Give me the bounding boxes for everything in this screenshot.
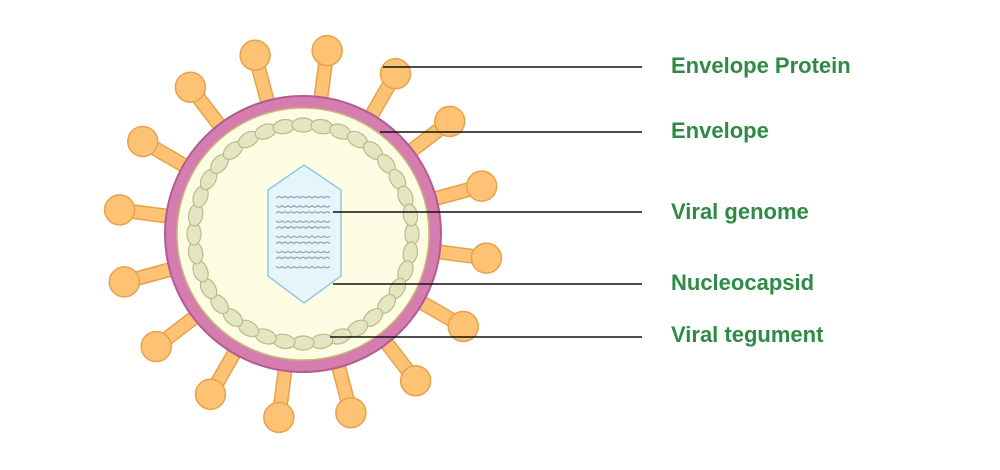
genome-strand bbox=[275, 256, 331, 260]
genome-strand bbox=[275, 250, 331, 254]
envelope-protein-spike bbox=[328, 355, 367, 429]
envelope-protein-spike bbox=[410, 291, 479, 343]
envelope-protein-spike bbox=[127, 125, 196, 177]
genome-strand bbox=[275, 241, 331, 245]
tegument-layer bbox=[186, 117, 420, 351]
leader-lines bbox=[330, 66, 642, 338]
envelope-protein-spike bbox=[174, 71, 232, 138]
label-nucleocapsid: Nucleocapsid bbox=[671, 270, 814, 295]
tegument-bead bbox=[402, 203, 419, 227]
envelope-protein-spike bbox=[424, 170, 498, 209]
envelope-protein-spike bbox=[194, 341, 246, 410]
envelope-protein-spike bbox=[374, 330, 432, 397]
genome-strand bbox=[275, 211, 331, 215]
label-envelope: Envelope bbox=[671, 118, 769, 143]
envelope-protein-spike bbox=[360, 58, 412, 127]
envelope-protein-spike bbox=[140, 305, 207, 363]
envelope-protein-spike bbox=[239, 39, 278, 113]
genome-strand bbox=[275, 226, 331, 230]
genome-strand bbox=[275, 204, 331, 208]
label-envelope-protein: Envelope Protein bbox=[671, 53, 851, 78]
genome-strands bbox=[275, 195, 331, 269]
label-viral-genome: Viral genome bbox=[671, 199, 809, 224]
genome-strand bbox=[275, 195, 331, 199]
genome-strand bbox=[275, 235, 331, 239]
genome-strand bbox=[275, 219, 331, 223]
nucleocapsid-shape bbox=[267, 164, 342, 304]
envelope-protein-spike bbox=[108, 259, 182, 298]
label-viral-tegument: Viral tegument bbox=[671, 322, 824, 347]
genome-strand bbox=[275, 265, 331, 269]
